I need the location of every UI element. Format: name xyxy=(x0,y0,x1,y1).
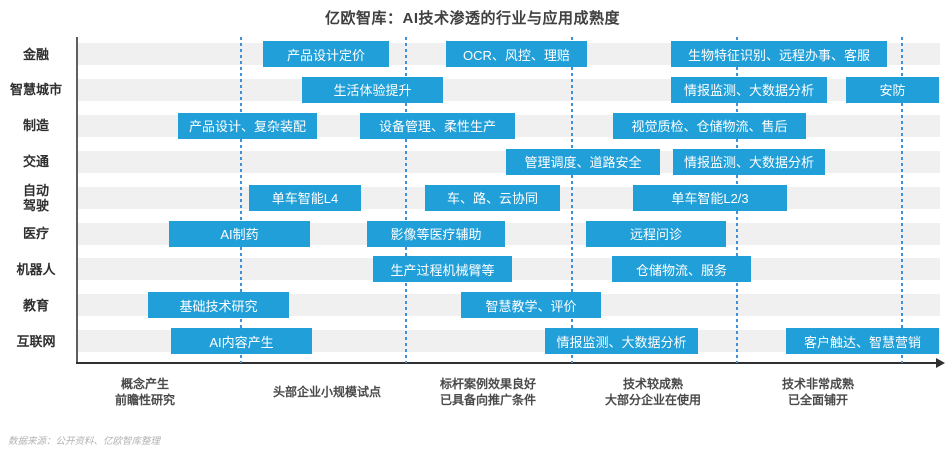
stage-label-line: 标杆案例效果良好 xyxy=(439,377,536,391)
chart-bar: 设备管理、柔性生产 xyxy=(360,112,515,139)
chart-bar: 情报监测、大数据分析 xyxy=(673,148,825,175)
row-label-7: 教育 xyxy=(0,287,72,323)
row-label-0: 金融 xyxy=(0,36,72,72)
chart-bar: 安防 xyxy=(846,76,939,103)
row-label-line: 智慧城市 xyxy=(9,82,62,98)
stage-boundary-dashed-line xyxy=(240,37,242,363)
row-label-line: 教育 xyxy=(22,297,49,313)
stage-boundary-dashed-line xyxy=(571,37,573,363)
chart-bar: 智慧教学、评价 xyxy=(461,292,601,319)
stage-label-line: 大部分企业在使用 xyxy=(604,393,701,407)
chart-bar: 仓储物流、服务 xyxy=(612,256,751,283)
chart-bar: 生产过程机械臂等 xyxy=(373,256,512,283)
stage-label-0: 概念产生前瞻性研究 xyxy=(65,374,225,410)
row-label-3: 交通 xyxy=(0,144,72,180)
chart-bar: AI内容产生 xyxy=(171,328,312,355)
row-label-5: 医疗 xyxy=(0,216,72,252)
chart-bar: OCR、风控、理赔 xyxy=(446,41,587,67)
chart-bar: 生活体验提升 xyxy=(302,76,443,103)
row-label-1: 智慧城市 xyxy=(0,72,72,108)
chart-bar: 产品设计、复杂装配 xyxy=(178,112,317,139)
row-label-line: 自动 xyxy=(22,182,49,198)
chart-bar: 远程问诊 xyxy=(586,220,726,247)
chart-bar: 客户触达、智慧营销 xyxy=(786,328,939,355)
stage-boundary-dashed-line xyxy=(405,37,407,363)
stage-label-1: 头部企业小规模试点 xyxy=(247,374,407,410)
row-label-line: 金融 xyxy=(22,46,49,62)
data-source-note: 数据来源：公开资料、亿欧智库整理 xyxy=(8,436,161,447)
x-axis-arrowhead-icon xyxy=(936,358,945,368)
chart-bar: 情报监测、大数据分析 xyxy=(671,76,827,103)
stage-label-line: 概念产生 xyxy=(120,377,169,391)
stage-label-2: 标杆案例效果良好已具备向推广条件 xyxy=(408,374,568,410)
stage-label-line: 技术非常成熟 xyxy=(781,377,854,391)
row-label-8: 互联网 xyxy=(0,323,72,359)
stage-boundary-dashed-line xyxy=(901,37,903,363)
row-label-line: 医疗 xyxy=(22,226,49,241)
row-label-line: 互联网 xyxy=(16,333,56,349)
chart-bar: 视觉质检、仓储物流、售后 xyxy=(613,112,806,139)
chart-bar: 情报监测、大数据分析 xyxy=(545,328,698,355)
chart-bar: 单车智能L4 xyxy=(249,184,361,211)
row-label-line: 机器人 xyxy=(16,261,56,277)
chart-bar: 单车智能L2/3 xyxy=(633,184,787,211)
row-label-line: 交通 xyxy=(22,154,49,170)
stage-label-line: 已具备向推广条件 xyxy=(439,393,536,407)
row-label-4: 自动驾驶 xyxy=(0,180,72,216)
chart-bar: 影像等医疗辅助 xyxy=(367,220,505,247)
y-axis-line xyxy=(76,37,78,364)
chart-bar: 管理调度、道路安全 xyxy=(506,148,660,175)
chart-bar: 生物特征识别、远程办事、客服 xyxy=(671,41,887,67)
stage-label-line: 前瞻性研究 xyxy=(114,393,175,407)
row-label-6: 机器人 xyxy=(0,251,72,287)
chart-bar: 车、路、云协同 xyxy=(425,184,560,211)
stage-label-line: 头部企业小规模试点 xyxy=(272,385,381,399)
chart-bar: 基础技术研究 xyxy=(148,292,289,319)
chart-bar: 产品设计定价 xyxy=(263,41,389,67)
x-axis-line xyxy=(76,362,938,364)
row-label-2: 制造 xyxy=(0,108,72,144)
stage-label-line: 技术较成熟 xyxy=(622,377,683,391)
stage-label-3: 技术较成熟大部分企业在使用 xyxy=(573,374,733,410)
stage-label-line: 已全面铺开 xyxy=(787,393,848,407)
chart-bar: AI制药 xyxy=(169,220,310,247)
row-label-line: 驾驶 xyxy=(22,197,49,213)
chart-title: 亿欧智库：AI技术渗透的行业与应用成熟度 xyxy=(324,10,620,27)
row-label-line: 制造 xyxy=(22,118,49,134)
stage-label-4: 技术非常成熟已全面铺开 xyxy=(738,374,898,410)
